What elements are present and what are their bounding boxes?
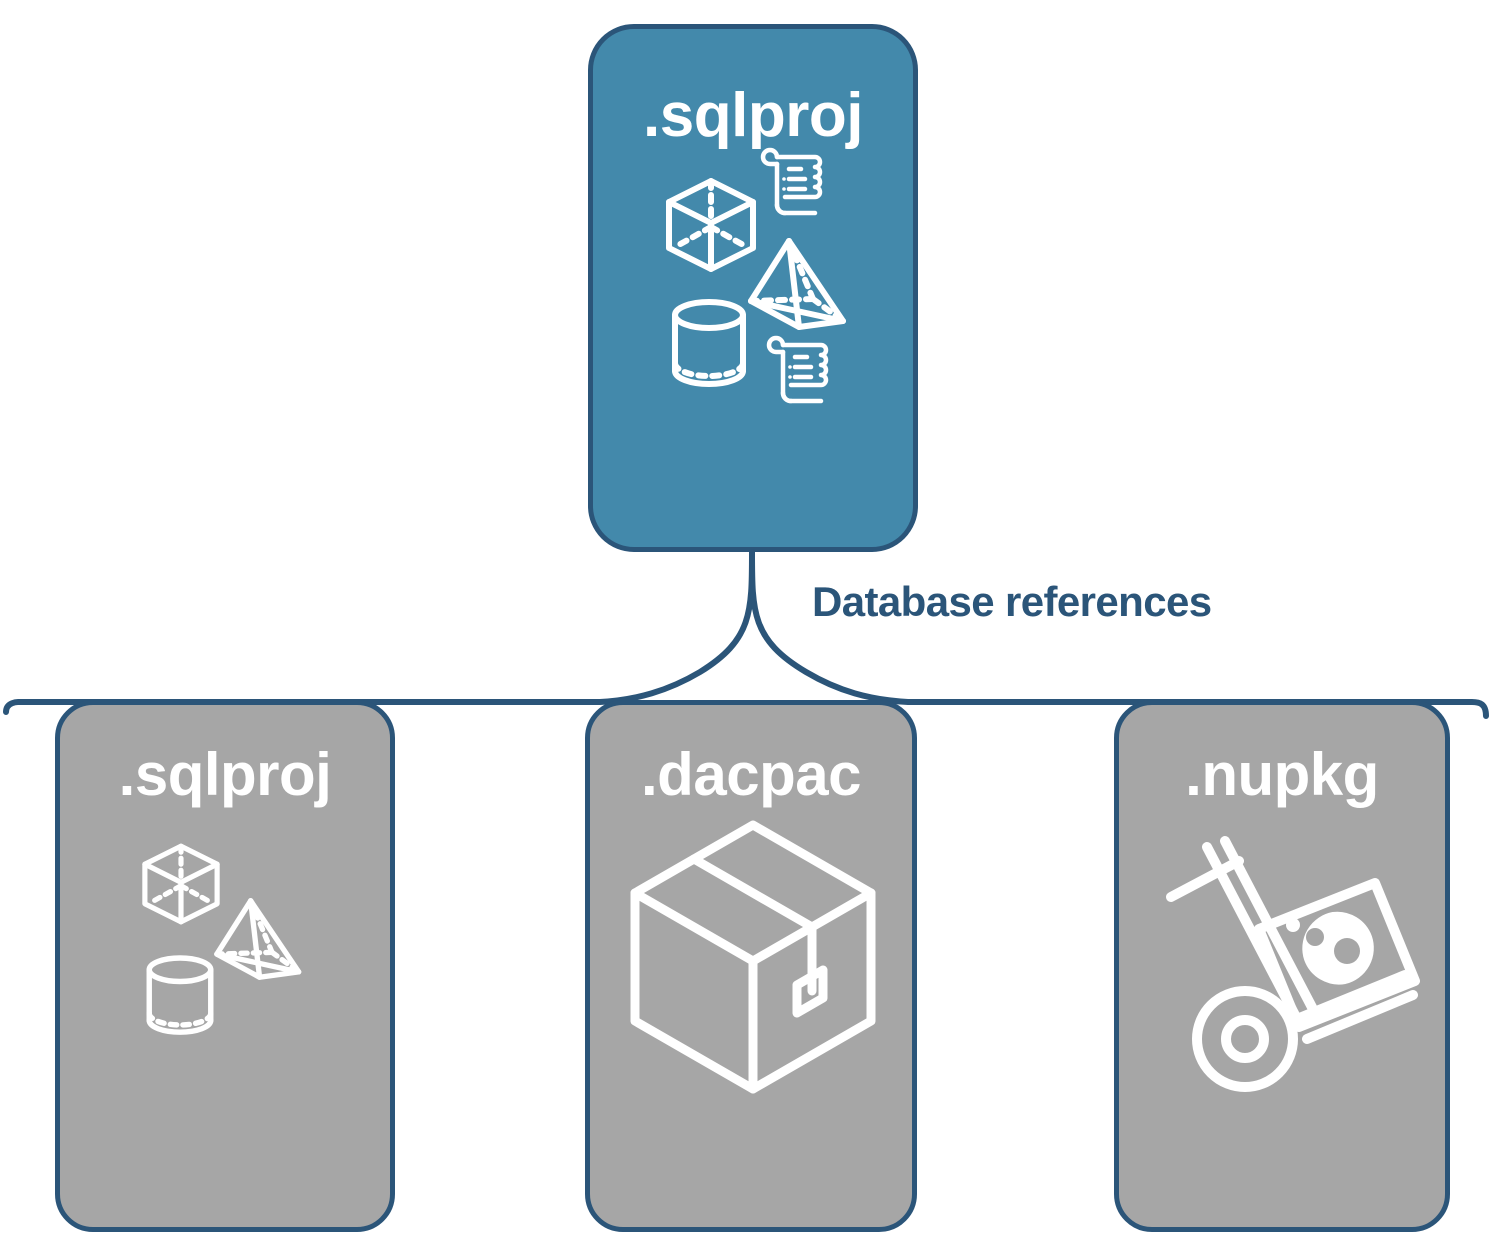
- cylinder-wireframe-icon: [672, 299, 746, 387]
- cylinder-wireframe-icon: [146, 955, 214, 1035]
- node-root-sqlproj[interactable]: .sqlproj: [588, 24, 918, 552]
- cube-wireframe-icon: [142, 843, 220, 925]
- child-nupkg-icon-group: [1119, 805, 1445, 1227]
- node-child-sqlproj-label: .sqlproj: [118, 741, 332, 808]
- scroll-document-icon: [766, 335, 829, 404]
- child-dacpac-icon-group: [590, 805, 912, 1227]
- node-root-label: .sqlproj: [643, 81, 863, 150]
- pyramid-wireframe-icon: [214, 898, 302, 980]
- shipping-box-icon: [630, 820, 876, 1094]
- node-child-dacpac-label: .dacpac: [641, 741, 861, 808]
- node-child-sqlproj[interactable]: .sqlproj: [55, 700, 395, 1232]
- connector-label: Database references: [812, 578, 1212, 625]
- node-child-nupkg-label: .nupkg: [1185, 741, 1379, 808]
- scroll-document-icon: [760, 147, 823, 216]
- hand-truck-package-icon: [1166, 836, 1420, 1092]
- cube-wireframe-icon: [666, 178, 756, 272]
- root-icon-group: [593, 147, 913, 547]
- node-child-dacpac[interactable]: .dacpac: [585, 700, 917, 1232]
- pyramid-wireframe-icon: [748, 238, 846, 330]
- child-sqlproj-icon-group: [60, 805, 390, 1227]
- node-child-nupkg[interactable]: .nupkg: [1114, 700, 1450, 1232]
